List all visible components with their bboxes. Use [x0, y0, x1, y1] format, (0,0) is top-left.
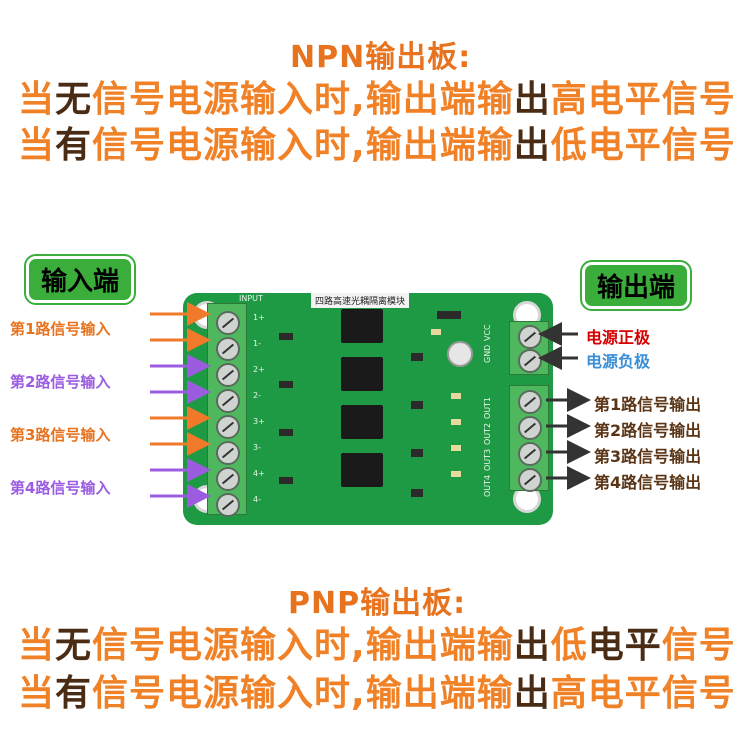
- pin-label: 2-: [253, 391, 261, 400]
- pin-label: 1+: [253, 313, 265, 322]
- optocoupler-chip: [341, 453, 383, 487]
- pin-label: 3-: [253, 443, 261, 452]
- output-label-2: 第2路信号输出: [594, 421, 702, 440]
- pnp-l1-seg1: 当: [18, 625, 56, 666]
- screw-terminal: [216, 415, 240, 439]
- npn-line-1: 当无信号电源输入时,输出端输出高电平信号: [18, 80, 736, 120]
- optocoupler-chip: [341, 405, 383, 439]
- pin-label: 4-: [253, 495, 261, 504]
- npn-l1-seg4: 出: [513, 79, 551, 120]
- led: [451, 445, 461, 451]
- pnp-l1-seg5: 低: [550, 625, 588, 666]
- pnp-l2-seg3: 信号电源输入时,输出端输: [92, 673, 514, 714]
- screw-terminal: [216, 441, 240, 465]
- pin-label: 3+: [253, 417, 265, 426]
- npn-l2-seg2: 有: [55, 125, 93, 166]
- screw-terminal: [216, 337, 240, 361]
- pin-label: 4+: [253, 469, 265, 478]
- screw-terminal: [216, 363, 240, 387]
- pnp-title: PNP输出板:: [288, 586, 467, 621]
- screw-terminal: [518, 416, 542, 440]
- pnp-line-2: 当有信号电源输入时,输出端输出高电平信号: [18, 674, 736, 714]
- power-positive-label: 电源正极: [586, 328, 651, 347]
- screw-terminal: [518, 442, 542, 466]
- pnp-l2-seg4: 出: [513, 673, 551, 714]
- npn-l2-seg3: 信号电源输入时,输出端输: [92, 125, 514, 166]
- npn-l1-seg3: 信号电源输入时,输出端输: [92, 79, 514, 120]
- pin-label: 1-: [253, 339, 261, 348]
- pin-label: 2+: [253, 365, 265, 374]
- npn-l2-seg4: 出: [513, 125, 551, 166]
- input-label-1: 第1路信号输入: [10, 320, 111, 338]
- potentiometer: [447, 341, 473, 367]
- optocoupler-chip: [341, 357, 383, 391]
- pnp-l1-seg3: 信号电源输入时,输出端输: [92, 625, 514, 666]
- output-label-4: 第4路信号输出: [594, 473, 702, 492]
- output-label-1: 第1路信号输出: [594, 395, 702, 414]
- screw-terminal: [518, 390, 542, 414]
- pnp-l1-seg6: 电平: [587, 625, 662, 666]
- led: [431, 329, 441, 335]
- optocoupler-chip: [341, 309, 383, 343]
- pnp-l2-seg5: 高电平信号: [550, 673, 736, 714]
- pnp-l2-seg1: 当: [18, 673, 56, 714]
- transistor: [411, 489, 423, 497]
- resistor: [279, 429, 293, 436]
- npn-l1-seg1: 当: [18, 79, 56, 120]
- input-side-label: 输入端: [26, 256, 135, 303]
- npn-title: NPN输出板:: [290, 40, 472, 75]
- screw-terminal: [216, 493, 240, 517]
- led: [451, 471, 461, 477]
- pnp-l1-seg7: 信号: [661, 625, 736, 666]
- led: [451, 419, 461, 425]
- npn-l1-seg2: 无: [55, 79, 93, 120]
- transistor: [411, 401, 423, 409]
- diode: [437, 311, 461, 319]
- pnp-l2-seg2: 有: [55, 673, 93, 714]
- screw-terminal: [518, 468, 542, 492]
- screw-terminal: [216, 311, 240, 335]
- input-label-3: 第3路信号输入: [10, 426, 111, 444]
- npn-line-2: 当有信号电源输入时,输出端输出低电平信号: [18, 126, 736, 166]
- led: [451, 393, 461, 399]
- pnp-line-1: 当无信号电源输入时,输出端输出低电平信号: [18, 626, 736, 666]
- npn-l1-seg5: 高电平信号: [550, 79, 736, 120]
- board-header: 四路高速光耦隔离模块: [311, 293, 410, 308]
- output-label-3: 第3路信号输出: [594, 447, 702, 466]
- npn-l2-seg1: 当: [18, 125, 56, 166]
- transistor: [411, 353, 423, 361]
- pnp-l1-seg4: 出: [513, 625, 551, 666]
- resistor: [279, 381, 293, 388]
- output-terminal-block: [509, 385, 549, 492]
- resistor: [279, 333, 293, 340]
- input-label-4: 第4路信号输入: [10, 479, 111, 497]
- screw-terminal: [216, 467, 240, 491]
- power-negative-label: 电源负极: [586, 352, 651, 371]
- output-side-label: 输出端: [582, 262, 691, 309]
- resistor: [279, 477, 293, 484]
- transistor: [411, 449, 423, 457]
- pnp-l1-seg2: 无: [55, 625, 93, 666]
- npn-l2-seg5: 低电平信号: [550, 125, 736, 166]
- input-label-2: 第2路信号输入: [10, 373, 111, 391]
- input-tag: INPUT: [239, 294, 263, 303]
- screw-terminal: [216, 389, 240, 413]
